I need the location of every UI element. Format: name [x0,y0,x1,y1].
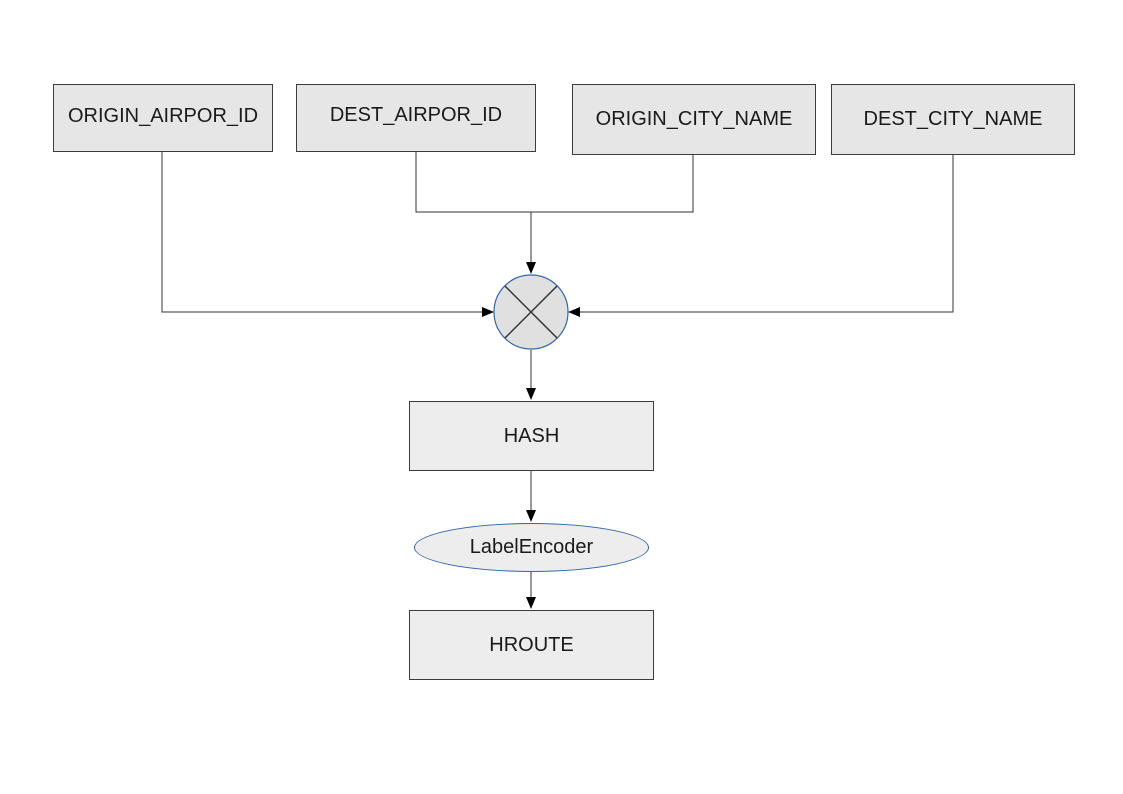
node-hroute: HROUTE [409,610,654,680]
node-origin-airport-id: ORIGIN_AIRPOR_ID [53,84,273,152]
edge-dest-airport-merge [415,152,531,213]
node-dest-airport-id-label: DEST_AIRPOR_ID [329,103,503,126]
node-hash: HASH [409,401,654,471]
node-origin-city-name-label: ORIGIN_CITY_NAME [595,108,793,130]
node-origin-city-name: ORIGIN_CITY_NAME [572,84,816,155]
node-dest-city-name: DEST_CITY_NAME [831,84,1075,155]
edge-origin-airport-to-combiner [161,152,494,317]
node-dest-city-name-label: DEST_CITY_NAME [863,108,1043,130]
node-dest-airport-id: DEST_AIRPOR_ID [296,84,536,152]
node-label-encoder: LabelEncoder [414,523,649,572]
edge-dest-city-to-combiner [568,155,954,317]
node-origin-airport-id-label: ORIGIN_AIRPOR_ID [67,104,259,127]
edge-origin-city-merge [531,155,694,213]
node-hash-label: HASH [503,424,560,447]
node-hroute-label: HROUTE [489,633,574,656]
combine-cross-circle-icon [493,274,569,350]
node-label-encoder-label: LabelEncoder [469,536,594,558]
